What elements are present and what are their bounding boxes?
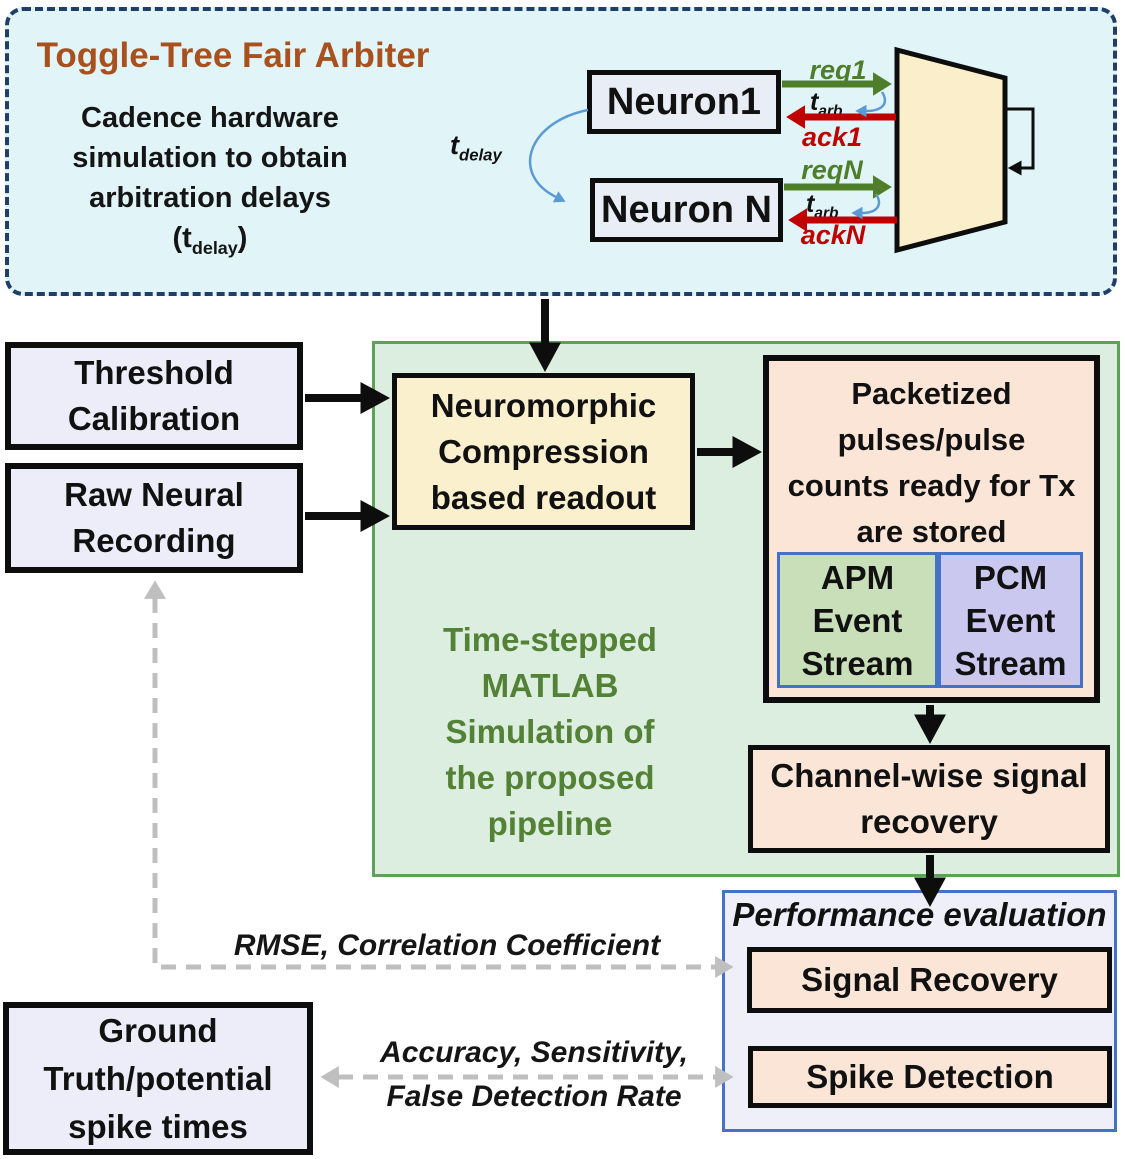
ack1-label: ack1 [801,122,863,152]
raw-neural-recording-box: Raw Neural Recording [5,463,303,573]
arbiter-size-label: Nc/r [940,127,977,173]
signal-recovery-label: Signal Recovery [801,961,1058,998]
ground-line: Truth/potential [43,1059,273,1097]
threshold-calibration-box: Threshold Calibration [5,342,303,450]
performance-evaluation-title: Performance evaluation [732,896,1107,933]
accuracy-metric-label-line2: False Detection Rate [386,1080,682,1113]
caption-line: the proposed [445,759,655,796]
threshold-line: Threshold [74,354,234,391]
packet-line: counts ready for Tx [787,468,1076,503]
recovery-line: recovery [860,803,998,840]
packet-line: are stored [856,514,1007,549]
raw-line: Recording [72,522,236,559]
ground-line: Ground [98,1011,218,1049]
compression-line: based readout [430,478,657,516]
caption-line: Time-stepped [443,621,657,658]
spike-detection-box: Spike Detection [748,1046,1112,1108]
apm-line: Event [812,601,903,639]
pcm-event-stream-box: PCM Event Stream [938,552,1083,688]
tarbN-label: tarb [806,190,839,222]
caption-line: pipeline [487,805,613,842]
arbiter-panel-title: Toggle-Tree Fair Arbiter [36,36,430,75]
neuronN-label: Neuron N [601,189,772,231]
pcm-line: Event [965,601,1056,639]
ackN-label: ackN [800,220,866,250]
arbiter-panel-description: Cadence hardware simulation to obtain ar… [36,98,384,258]
tarb1-label: tarb [810,88,843,120]
pcm-line: PCM [973,558,1048,596]
accuracy-metric-label-line1: Accuracy, Sensitivity, [380,1036,688,1069]
arbiter-trapezoid-label: Nc/r Arbiter [909,65,977,235]
apm-line: APM [820,558,895,596]
compression-line: Compression [438,432,649,470]
neuronN-box: Neuron N [590,178,783,242]
compression-line: Neuromorphic [430,386,657,424]
apm-line: Stream [801,644,914,682]
threshold-line: Calibration [67,400,241,437]
ground-truth-box: Ground Truth/potential spike times [3,1002,313,1155]
ground-line: spike times [68,1107,248,1145]
description-tdelay: (tdelay) [172,222,248,258]
description-line: simulation to obtain [72,142,348,174]
pcm-line: Stream [954,644,1067,682]
raw-line: Raw Neural [64,476,244,513]
reqN-label: reqN [801,155,863,185]
neuromorphic-compression-box: Neuromorphic Compression based readout [392,373,695,530]
packet-line: Packetized [851,376,1012,411]
simulation-caption: Time-stepped MATLAB Simulation of the pr… [390,617,710,847]
apm-event-stream-box: APM Event Stream [777,552,938,688]
description-line: arbitration delays [89,182,331,214]
recovery-line: Channel-wise signal [770,757,1088,794]
neuron1-box: Neuron1 [587,70,781,134]
rmse-metric-label: RMSE, Correlation Coefficient [233,929,661,962]
req1-label: req1 [809,55,867,85]
neuron1-label: Neuron1 [606,81,762,123]
spike-detection-label: Spike Detection [806,1058,1054,1095]
packetized-pulses-box: Packetized pulses/pulse counts ready for… [763,355,1100,703]
channel-wise-recovery-box: Channel-wise signal recovery [748,745,1110,853]
packet-line: pulses/pulse [837,422,1026,457]
caption-line: Simulation of [445,713,655,750]
signal-recovery-box: Signal Recovery [747,947,1112,1013]
tdelay-label: tdelay [450,130,502,165]
description-line: Cadence hardware [81,102,339,134]
caption-line: MATLAB [481,667,619,704]
arbiter-word-label: Arbiter [910,100,943,200]
